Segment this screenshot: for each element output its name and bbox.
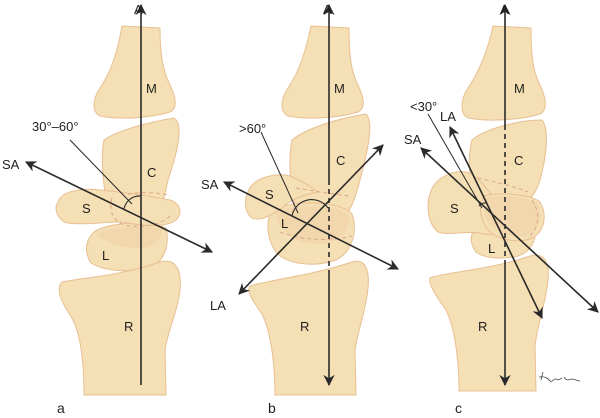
- lunate-axis-b: [238, 144, 384, 295]
- angle-label: 30°–60°: [32, 119, 79, 134]
- bone-label-R: R: [478, 319, 487, 334]
- panel-c: A SA LA <30° M C S L R c: [404, 2, 599, 416]
- axis-label-LA: LA: [440, 109, 456, 124]
- bone-label-C: C: [336, 153, 345, 168]
- axis-label-A: A: [500, 2, 509, 17]
- angle-arc-a: [123, 195, 142, 210]
- angle-leader-c: [427, 113, 483, 209]
- bone-label-M: M: [146, 81, 157, 96]
- panel-caption-b: b: [268, 400, 276, 416]
- bone-label-R: R: [124, 319, 133, 334]
- angle-label: <30°: [410, 99, 437, 114]
- axis-label-SA: SA: [2, 157, 20, 172]
- axis-label-SA: SA: [404, 132, 422, 147]
- metacarpal-bone: [461, 25, 546, 121]
- axis-label-A: A: [323, 2, 332, 17]
- artist-signature: [538, 371, 581, 382]
- angle-label: >60°: [239, 121, 266, 136]
- metacarpal-bone: [281, 25, 364, 119]
- bone-label-M: M: [334, 81, 345, 96]
- angle-leader-a: [69, 139, 133, 205]
- bone-label-L: L: [281, 216, 288, 231]
- metacarpal-bone: [93, 25, 176, 119]
- bone-label-C: C: [147, 165, 156, 180]
- panel-caption-a: a: [57, 400, 65, 416]
- radius-bone: [58, 260, 181, 396]
- panel-a: A SA 30°–60° M C S L R a: [2, 2, 214, 416]
- axis-label-A: A: [134, 2, 143, 17]
- lunate-axis-c: [449, 125, 543, 320]
- panel-caption-c: c: [455, 400, 462, 416]
- bone-label-S: S: [265, 187, 274, 202]
- scaphoid-axis-a: [24, 161, 214, 253]
- axis-label-LA: LA: [210, 298, 226, 313]
- angle-arc-c: [478, 202, 487, 207]
- bone-label-M: M: [514, 81, 525, 96]
- radius-bone: [429, 254, 549, 392]
- panel-b: A SA LA >60° M C S L R b: [201, 2, 400, 416]
- bone-label-S: S: [450, 201, 459, 216]
- axis-label-SA: SA: [201, 177, 219, 192]
- bone-label-L: L: [488, 241, 495, 256]
- bone-label-L: L: [102, 248, 109, 263]
- angle-arc-b: [291, 199, 329, 217]
- bone-label-C: C: [514, 153, 523, 168]
- angle-leader-b: [260, 131, 299, 214]
- bone-label-R: R: [300, 319, 309, 334]
- bone-label-S: S: [82, 201, 91, 216]
